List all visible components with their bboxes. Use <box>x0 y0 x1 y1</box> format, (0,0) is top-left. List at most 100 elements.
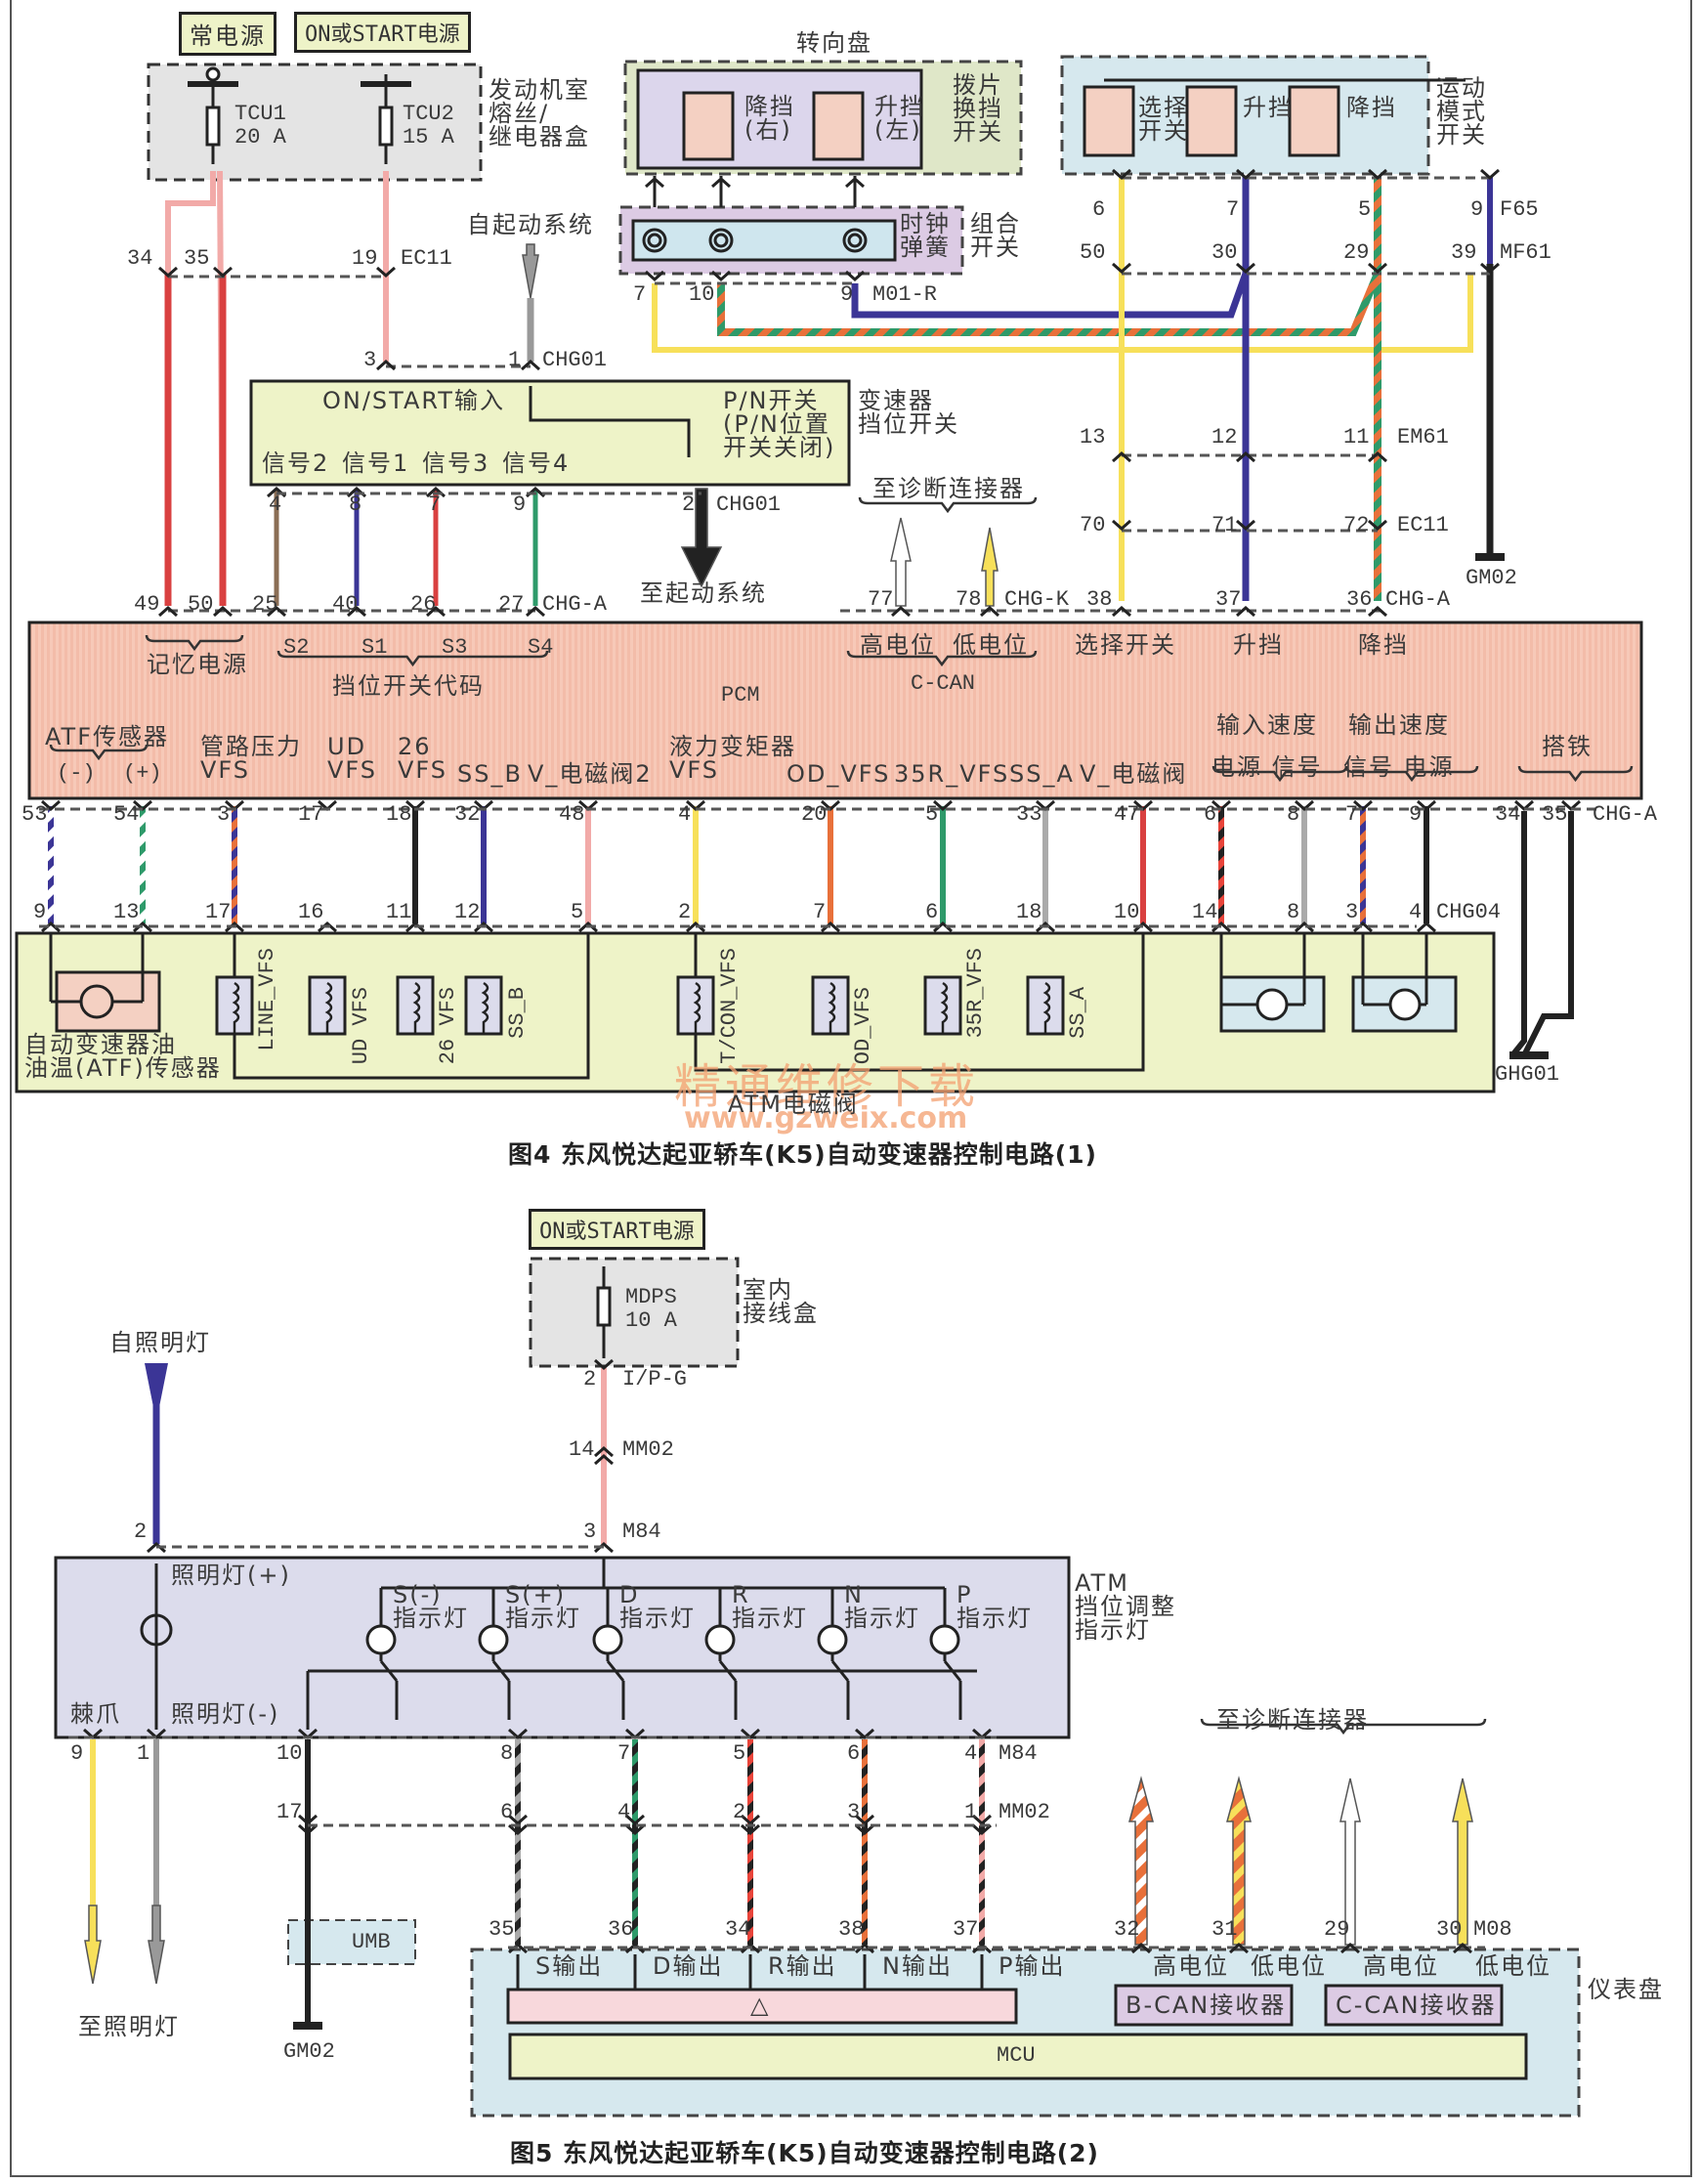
paddle-switch-label: 拨片 换挡 开关 <box>953 71 1003 146</box>
connector-pin-icon <box>594 1445 614 1458</box>
self-start-label: 自起动系统 <box>467 211 594 238</box>
connector-id-label: EC11 <box>1397 513 1449 537</box>
connector-id-label: MF61 <box>1500 240 1551 265</box>
connector-pin-label: 6 <box>1092 197 1106 222</box>
indicator-lamp-label: S(+) 指示灯 <box>505 1581 581 1632</box>
connector-pin-icon <box>508 1814 528 1826</box>
range-signal-label: 信号1 <box>342 450 410 477</box>
to-lighting-label: 至照明灯 <box>78 2013 180 2040</box>
indicator-lamp-icon-1 <box>478 1624 509 1655</box>
connector-pin-label: 20 <box>801 802 828 827</box>
connector-pin-icon <box>741 1728 760 1740</box>
clock-spring-label: 时钟 弹簧 <box>900 210 951 261</box>
connector-id-label: UMB <box>352 1930 391 1954</box>
connector-pin-label: 3 <box>217 802 231 827</box>
connector-pin-icon <box>1340 1942 1360 1954</box>
connector-pin-label: 13 <box>1080 425 1106 450</box>
connector-pin-icon <box>933 921 953 933</box>
connector-pin-label: 32 <box>454 802 481 827</box>
coil-winding-icon <box>940 981 949 1034</box>
connector-pin-label: 53 <box>21 802 48 827</box>
connector-pin-icon <box>1368 450 1387 463</box>
pcm-memory-power-label: 记忆电源 <box>147 651 248 678</box>
connector-id-label: CHG01 <box>716 492 782 517</box>
connector-pin-label: 29 <box>1324 1917 1350 1942</box>
connector-pin-label: 26 <box>410 592 437 617</box>
connector-pin-icon <box>1036 921 1055 933</box>
pcm-output-label: 液力变矩器 VFS <box>669 733 796 784</box>
connector-pin-icon <box>1236 262 1255 275</box>
connector-pin-label: 7 <box>1226 197 1240 222</box>
pcm-can-high-label: 高电位 <box>860 631 936 659</box>
clock-spring-coil-icon <box>647 233 662 248</box>
mcu-label: MCU <box>997 2043 1036 2068</box>
cluster-output-label: D输出 <box>653 1952 724 1980</box>
connector-pin-label: 30 <box>1211 240 1238 265</box>
connector-pin-label: 77 <box>868 587 894 612</box>
connector-pin-icon <box>213 605 233 618</box>
connector-pin-icon <box>298 1814 318 1826</box>
connector-id-label: CHG04 <box>1436 900 1502 924</box>
connector-pin-label: 37 <box>953 1917 979 1942</box>
wire-ground-35 <box>1521 811 1574 1057</box>
pcm-atf-sensor-label: ATF传感器 <box>45 723 170 750</box>
connector-id-label: F65 <box>1500 197 1539 222</box>
clock-spring-coil-icon <box>708 228 734 253</box>
connector-pin-icon <box>741 1942 760 1954</box>
connector-pin-label: 32 <box>1114 1917 1140 1942</box>
connector-pin-icon <box>526 605 545 618</box>
to-lighting-arrow-icon <box>84 1905 102 1985</box>
connector-pin-icon <box>1131 1942 1151 1954</box>
connector-pin-label: 12 <box>1211 425 1238 450</box>
connector-pin-label: 17 <box>298 802 324 827</box>
connector-pin-label: 3 <box>847 1800 861 1824</box>
connector-pin-icon <box>508 1728 528 1740</box>
connector-pin-label: 3 <box>583 1520 597 1544</box>
wire-select-yellow <box>652 274 1473 353</box>
connector-pin-icon <box>1112 519 1131 532</box>
connector-id-label: GHG01 <box>1495 1062 1560 1087</box>
connector-pin-label: 8 <box>1287 802 1300 827</box>
connector-pin-label: 1 <box>137 1741 150 1766</box>
connector-pin-label: 5 <box>571 900 584 924</box>
fuse-tcu1-label: TCU1 20 A <box>234 102 286 150</box>
connector-pin-icon <box>1229 1942 1249 1954</box>
pn-switch-label: P/N开关 (P/N位置 开关关闭) <box>723 387 836 461</box>
wire-ground-34 <box>1509 811 1527 1057</box>
connector-pin-label: 70 <box>1080 513 1106 537</box>
connector-pin-label: 1 <box>964 1800 978 1824</box>
connector-pin-icon <box>1112 168 1131 181</box>
wire-tcu1-34 <box>165 171 216 606</box>
connector-pin-label: 6 <box>847 1741 861 1766</box>
connector-pin-label: 17 <box>276 1800 303 1824</box>
coil-winding-icon <box>1042 981 1051 1034</box>
connector-pin-label: 17 <box>205 900 232 924</box>
pcm-switch-code-label: S2 <box>283 635 310 660</box>
symbol-group <box>39 66 1634 2030</box>
figure5-caption: 图5 东风悦达起亚轿车(K5)自动变速器控制电路(2) <box>510 2139 1099 2167</box>
connector-pin-icon <box>1133 921 1153 933</box>
steering-wheel-title: 转向盘 <box>796 29 872 57</box>
pcm-can-low-label: 低电位 <box>953 631 1029 659</box>
connector-id-label: M84 <box>999 1741 1038 1766</box>
connector-pin-label: 7 <box>633 282 647 307</box>
engine-fuse-box-label: 发动机室 熔丝/ 继电器盒 <box>489 76 590 150</box>
cluster-output-label: R输出 <box>768 1952 837 1980</box>
solenoid-label: SS_A <box>1066 987 1090 1039</box>
connector-pin-icon <box>1453 1942 1472 1954</box>
connector-pin-icon <box>855 1823 874 1836</box>
pn-switch-link <box>529 386 691 457</box>
b-can-receiver <box>1114 1984 1294 2027</box>
c-can-low-label: 低电位 <box>1475 1952 1551 1980</box>
connector-pin-icon <box>225 921 244 933</box>
connector-id-label: CHG-A <box>1593 802 1658 827</box>
connector-pin-label: 3 <box>363 348 377 372</box>
connector-pin-label: 30 <box>1436 1917 1463 1942</box>
connector-pin-label: 4 <box>964 1741 978 1766</box>
connector-pin-icon <box>821 921 840 933</box>
fig5-to-diag-label: 至诊断连接器 <box>1216 1706 1369 1734</box>
c-can-high-label: 高电位 <box>1363 1952 1439 1980</box>
connector-pin-icon <box>1353 921 1373 933</box>
connector-pin-icon <box>1417 921 1436 933</box>
connector-pin-label: 2 <box>682 492 696 517</box>
